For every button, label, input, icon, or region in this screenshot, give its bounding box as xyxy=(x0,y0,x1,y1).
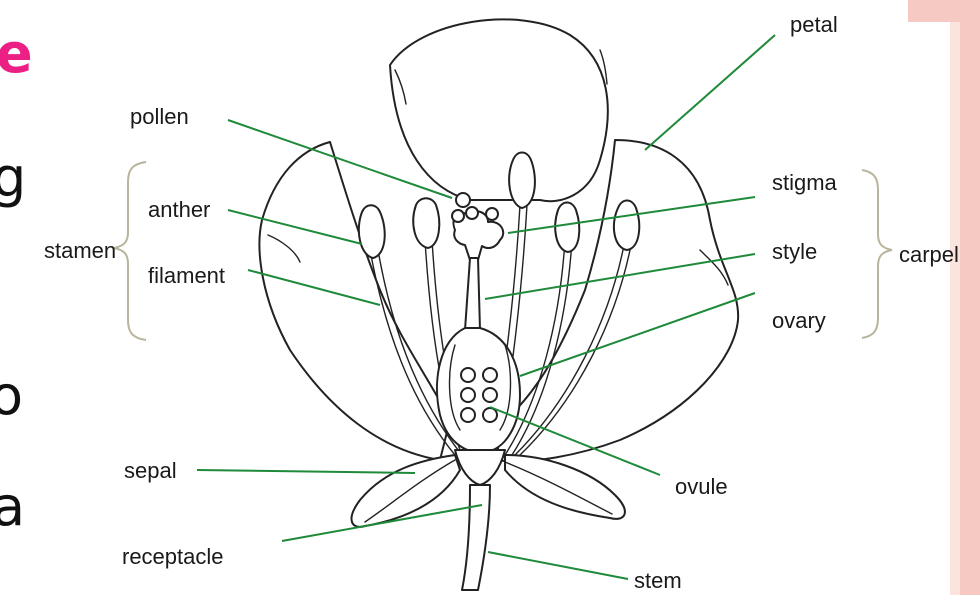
label-carpel: carpel xyxy=(899,242,959,267)
label-style: style xyxy=(772,239,817,264)
fragment-4: o xyxy=(0,364,23,427)
corner-decoration xyxy=(908,0,980,595)
receptacle xyxy=(455,450,505,485)
fragment-5: a xyxy=(0,475,25,538)
label-pollen: pollen xyxy=(130,104,189,129)
carpel-brace xyxy=(862,170,892,338)
right-sepal xyxy=(505,455,625,519)
stem-drawing xyxy=(462,485,490,590)
fragment-2: g xyxy=(0,146,26,209)
left-sepal xyxy=(352,455,460,527)
label-anther: anther xyxy=(148,197,210,222)
stamen-brace xyxy=(114,162,146,340)
label-stem: stem xyxy=(634,568,682,593)
label-ovule: ovule xyxy=(675,474,728,499)
left-petal xyxy=(259,142,450,460)
label-sepal: sepal xyxy=(124,458,177,483)
label-receptacle: receptacle xyxy=(122,544,224,569)
label-stamen: stamen xyxy=(44,238,116,263)
label-petal: petal xyxy=(790,12,838,37)
label-filament: filament xyxy=(148,263,225,288)
fragment-1: e xyxy=(0,22,33,85)
back-petal xyxy=(390,19,608,201)
label-stigma: stigma xyxy=(772,170,838,195)
left-text-fragments: e g l o a xyxy=(0,22,33,538)
flower-illustration xyxy=(259,19,738,590)
label-ovary: ovary xyxy=(772,308,826,333)
